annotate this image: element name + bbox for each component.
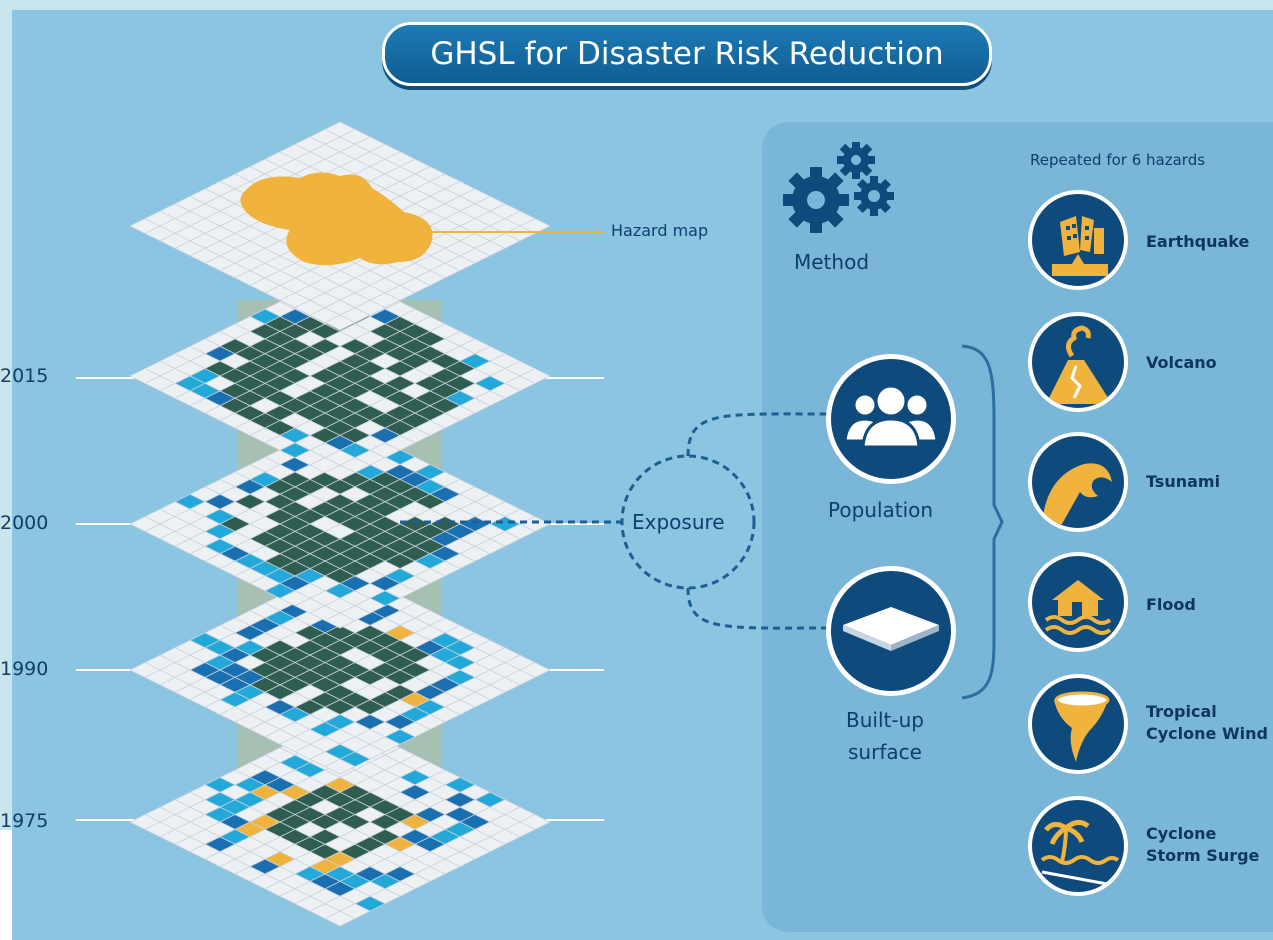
exposure-label: Exposure — [632, 510, 725, 534]
population-circle — [826, 354, 956, 484]
hazard-storm-surge-line1: Cyclone — [1146, 824, 1217, 843]
year-label-2015: 2015 — [0, 365, 49, 387]
grid-cell — [324, 910, 356, 927]
tsunami-icon — [1042, 463, 1112, 524]
earthquake-icon — [1052, 216, 1108, 276]
title-banner: GHSL for Disaster Risk Reduction — [382, 22, 992, 86]
hazard-storm-surge-line2: Storm Surge — [1146, 846, 1260, 865]
background-corner — [0, 830, 12, 940]
layer-stack — [76, 121, 604, 927]
flood-icon — [1044, 580, 1112, 635]
population-label: Population — [828, 498, 934, 522]
people-icon — [843, 384, 939, 449]
grid-cell — [324, 758, 356, 775]
hazard-flood-line1: Flood — [1146, 595, 1196, 614]
year-label-2000: 2000 — [0, 512, 49, 534]
hazard-cyclone-wind-circle — [1028, 674, 1128, 774]
cyclone-wind-icon — [1054, 691, 1110, 762]
hazard-volcano-circle — [1028, 312, 1128, 412]
grid-cell — [324, 612, 356, 629]
repeated-label: Repeated for 6 hazards — [1030, 151, 1206, 169]
exposure-brace — [961, 344, 1004, 700]
surface-layer-icon — [843, 607, 939, 651]
title-text: GHSL for Disaster Risk Reduction — [430, 36, 944, 72]
method-label: Method — [794, 250, 870, 274]
built-up-label-line2: surface — [848, 740, 922, 764]
year-label-1990: 1990 — [0, 658, 49, 680]
hazard-earthquake-line1: Earthquake — [1146, 232, 1250, 251]
hazard-earthquake-circle — [1028, 190, 1128, 290]
hazard-cyclone-wind-line1: Tropical — [1146, 702, 1217, 721]
storm-surge-icon — [1040, 820, 1120, 888]
hazard-map-label: Hazard map — [611, 221, 709, 240]
hazard-tsunami-circle — [1028, 432, 1128, 532]
hazard-tsunami-line1: Tsunami — [1146, 472, 1221, 491]
hazard-storm-surge-circle — [1028, 796, 1128, 896]
built-up-label-line1: Built-up — [846, 708, 924, 732]
volcano-icon — [1046, 325, 1112, 404]
year-label-1975: 1975 — [0, 810, 49, 832]
hazard-area — [240, 172, 433, 266]
hazard-flood-circle — [1028, 552, 1128, 652]
hazard-pointer-dot — [420, 228, 428, 236]
built-up-circle — [826, 566, 956, 696]
gears-icon — [783, 142, 894, 233]
hazard-cyclone-wind-line2: Cyclone Wind — [1146, 724, 1268, 743]
grid-cell — [324, 464, 356, 481]
method-panel — [762, 122, 1273, 932]
hazard-map-cell — [324, 314, 356, 331]
hazard-volcano-line1: Volcano — [1146, 353, 1217, 372]
